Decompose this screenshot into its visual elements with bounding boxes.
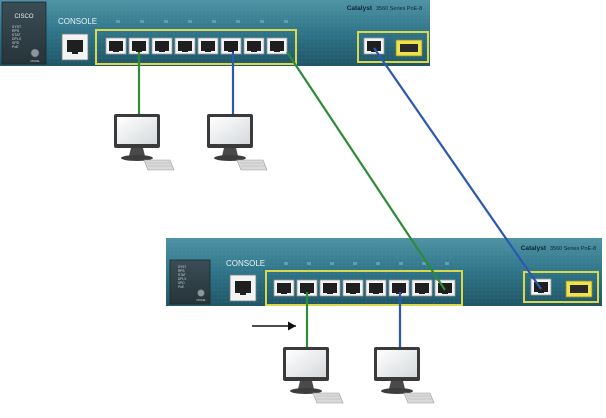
switch-top-status-panel (1, 1, 47, 65)
switch-bottom-port-1[interactable] (273, 279, 295, 297)
pc-top-right[interactable] (206, 113, 268, 171)
switch-top-brand: CISCO (14, 14, 33, 20)
switch-top-led-label: SYST (12, 25, 22, 29)
switch-top: CISCO SYST RPS STAT DPLX SPD PoE MODE CO… (0, 0, 430, 66)
switch-bottom-uplink-group (523, 271, 599, 303)
switch-bottom-led-label: SPD (178, 281, 185, 285)
switch-top-port-leds (116, 20, 288, 23)
switch-bottom-port-3[interactable] (319, 279, 341, 297)
switch-bottom-series-label: 3560 Series PoE-8 (550, 246, 596, 252)
pc-icon (113, 113, 175, 171)
switch-bottom-mode-label: MODE (197, 298, 206, 302)
switch-top-led-label: DPLX (12, 37, 22, 41)
pc-top-left[interactable] (113, 113, 175, 171)
cable-trunk-blue[interactable] (373, 47, 542, 290)
pc-icon (282, 346, 344, 404)
switch-bottom-model-label: Catalyst (521, 245, 547, 252)
switch-top-uplink-port[interactable] (363, 37, 385, 55)
switch-bottom-led-label: STAT (178, 273, 186, 277)
switch-top-mode-label: MODE (31, 59, 40, 63)
switch-bottom-port-7[interactable] (411, 279, 433, 297)
switch-top-port-6[interactable] (220, 37, 242, 55)
pc-icon (373, 346, 435, 404)
switch-bottom-mode-button[interactable] (197, 289, 205, 297)
switch-top-port-5[interactable] (197, 37, 219, 55)
switch-top-port-8[interactable] (266, 37, 288, 55)
switch-top-led-label: RPS (12, 29, 20, 33)
switch-top-led-label: PoE (12, 45, 19, 49)
switch-bottom-led-label: DPLX (178, 277, 187, 281)
switch-top-mode-button[interactable] (30, 48, 40, 58)
switch-top-console-label: CONSOLE (58, 17, 97, 26)
switch-top-port-7[interactable] (243, 37, 265, 55)
switch-top-series-label: 3560 Series PoE-8 (376, 6, 422, 12)
switch-bottom-led-label: SYST (178, 265, 186, 269)
pc-bottom-left[interactable] (282, 346, 344, 404)
switch-bottom-led-label: PoE (178, 285, 184, 289)
switch-bottom-port-leds (284, 262, 449, 265)
switch-top-port-group (95, 29, 297, 65)
switch-top-port-2[interactable] (128, 37, 150, 55)
switch-bottom-uplink-port[interactable] (530, 278, 552, 296)
switch-bottom-port-4[interactable] (342, 279, 364, 297)
switch-bottom-led-label: RPS (178, 269, 185, 273)
cable-trunk-green[interactable] (286, 51, 446, 291)
switch-top-uplink-group (357, 31, 429, 63)
switch-bottom-port-8[interactable] (434, 279, 456, 297)
switch-bottom-port-5[interactable] (365, 279, 387, 297)
switch-bottom-port-group (265, 270, 463, 306)
switch-top-led-label: STAT (12, 33, 21, 37)
switch-top-model-label: Catalyst (347, 5, 373, 12)
switch-top-led-label: SPD (12, 41, 20, 45)
switch-bottom-status-panel (169, 259, 211, 305)
switch-bottom: SYST RPS STAT DPLX SPD PoE MODE CONSOLE … (166, 238, 602, 306)
switch-top-port-4[interactable] (174, 37, 196, 55)
switch-top-port-1[interactable] (105, 37, 127, 55)
pc-icon (206, 113, 268, 171)
switch-bottom-console-label: CONSOLE (226, 259, 265, 268)
pc-bottom-right[interactable] (373, 346, 435, 404)
switch-top-port-3[interactable] (151, 37, 173, 55)
pointer-arrow (252, 321, 296, 331)
cables (137, 47, 542, 348)
